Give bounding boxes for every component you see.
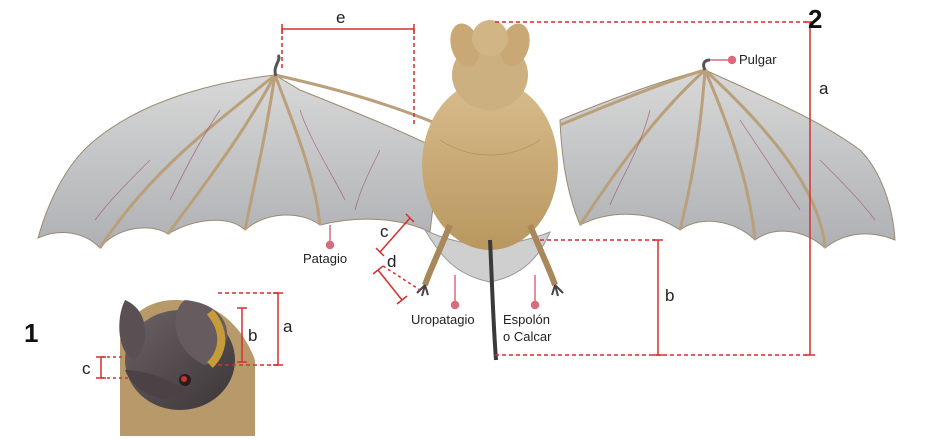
measure-e-label: e (336, 9, 345, 26)
measure-c-leg-label: c (380, 223, 389, 240)
bat-head-portrait (119, 300, 255, 436)
measure-a-body-label: a (819, 80, 828, 97)
callout-uropatagio: Uropatagio (411, 313, 475, 326)
measure-d-foot-label: d (387, 253, 396, 270)
callout-espolon-line1: Espolón (503, 313, 550, 326)
callout-patagio: Patagio (303, 252, 347, 265)
callout-espolon-line2: o Calcar (503, 330, 551, 343)
callout-pulgar: Pulgar (739, 53, 777, 66)
figure-number-2: 2 (808, 6, 822, 32)
measure-b-body-label: b (665, 287, 674, 304)
figure-number-1: 1 (24, 320, 38, 346)
measure-a-head-label: a (283, 318, 292, 335)
right-wing (560, 70, 895, 248)
measure-b-head-label: b (248, 327, 257, 344)
measure-c-head-label: c (82, 360, 91, 377)
